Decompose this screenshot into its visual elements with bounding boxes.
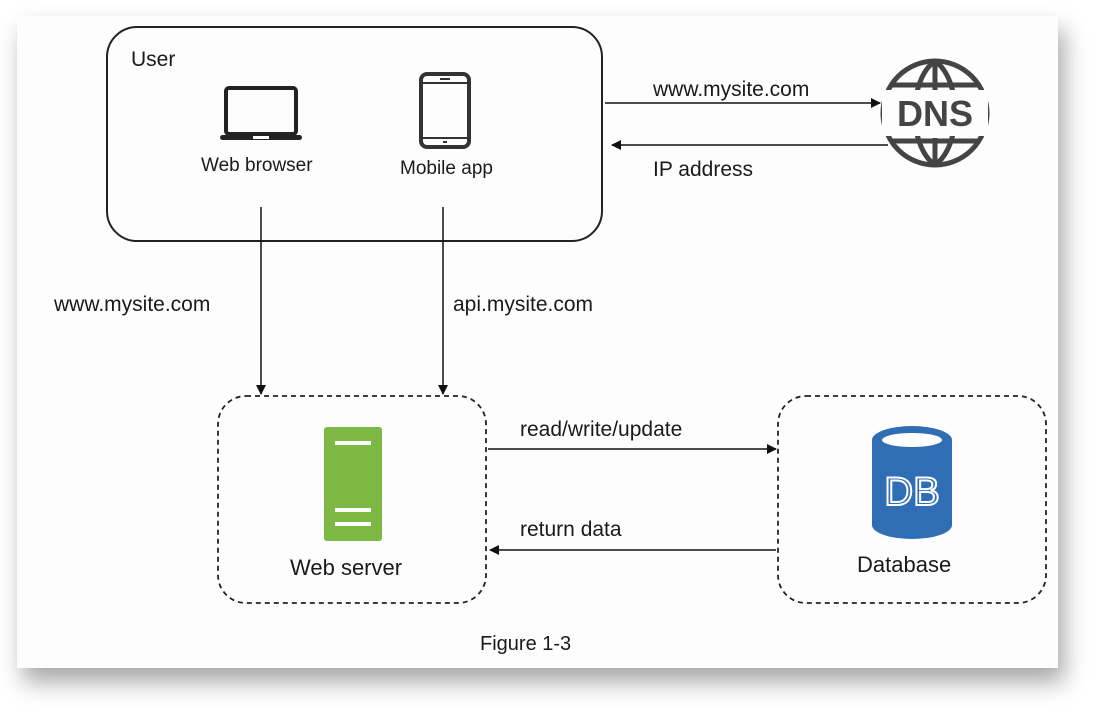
server-icon xyxy=(324,427,382,541)
database-label: Database xyxy=(857,552,952,577)
database-icon-text: DB xyxy=(884,470,940,514)
web-server-label: Web server xyxy=(290,555,403,580)
web-browser-label: Web browser xyxy=(201,155,313,176)
dns-request-label: www.mysite.com xyxy=(653,78,810,101)
dns-icon-text: DNS xyxy=(897,93,973,134)
laptop-icon xyxy=(220,86,302,140)
mobile-link-label: api.mysite.com xyxy=(453,293,594,316)
user-box-title: User xyxy=(131,48,176,71)
database-icon xyxy=(872,426,952,539)
web-link-label: www.mysite.com xyxy=(54,293,211,316)
figure-caption: Figure 1-3 xyxy=(480,633,572,655)
mobile-app-label: Mobile app xyxy=(400,158,493,179)
dns-response-label: IP address xyxy=(653,158,754,181)
db-response-label: return data xyxy=(520,518,622,541)
db-request-label: read/write/update xyxy=(520,418,683,441)
dns-globe-icon xyxy=(880,58,990,168)
mobile-phone-icon xyxy=(419,72,471,149)
user-box xyxy=(106,26,603,242)
